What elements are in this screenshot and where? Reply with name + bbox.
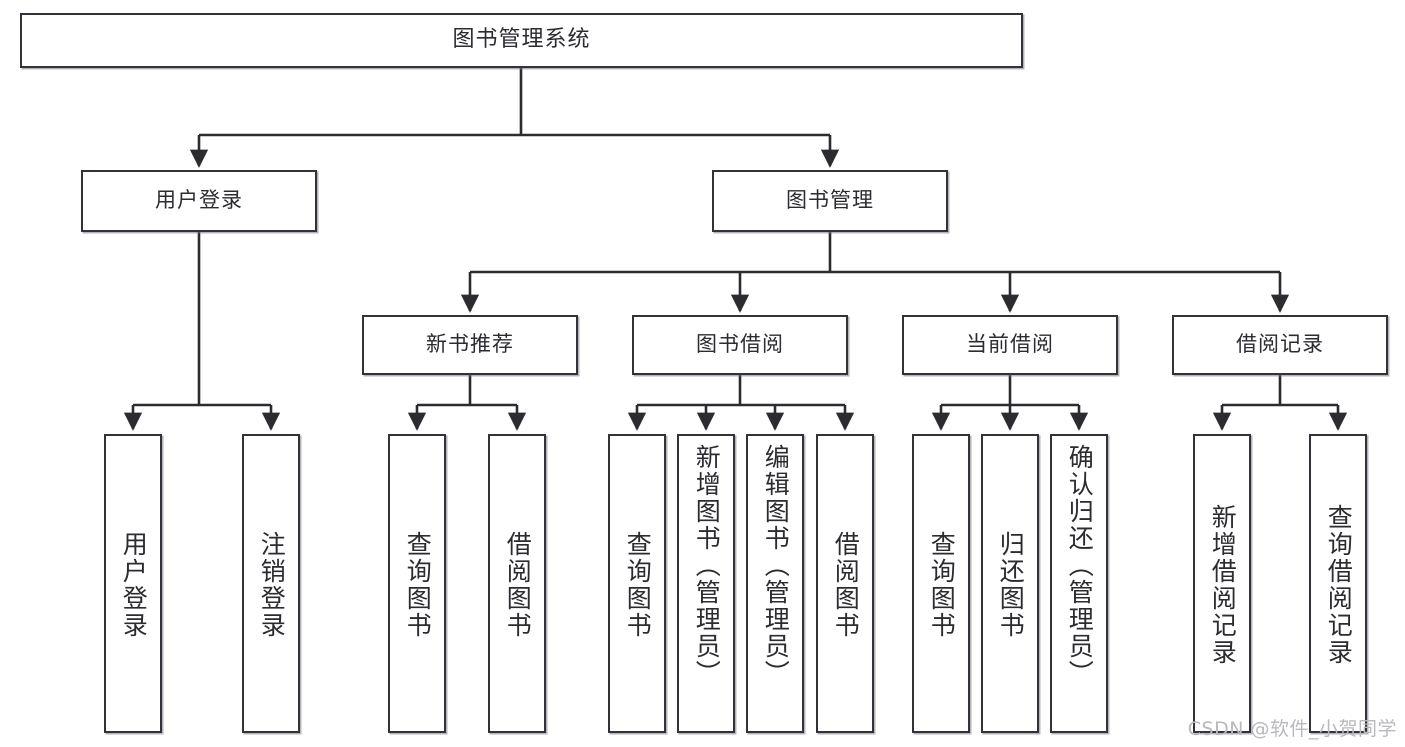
node-book-management[interactable]: 图书管理 [712,170,948,232]
node-label: 借阅图书 [503,530,533,639]
node-label: 借阅图书 [831,530,861,639]
node-label: 图书管理系统 [452,27,591,53]
node-label: 当前借阅 [966,332,1054,357]
leaf-current-borrow-0[interactable]: 查询图书 [912,434,970,733]
leaf-borrow-record-1[interactable]: 查询借阅记录 [1309,434,1367,733]
leaf-current-borrow-1[interactable]: 归还图书 [981,434,1039,733]
node-label: 查询图书 [403,530,433,639]
leaf-book-borrow-0[interactable]: 查询图书 [608,434,666,733]
node-label: 图书借阅 [696,332,784,357]
node-label: 图书管理 [786,188,874,213]
node-current-borrow[interactable]: 当前借阅 [902,315,1118,375]
node-book-borrow[interactable]: 图书借阅 [632,315,848,375]
node-label: 查询图书 [927,530,957,639]
node-label: 编辑图书（管理员） [761,444,791,687]
leaf-new-book-0[interactable]: 查询图书 [388,434,446,733]
node-label: 查询图书 [623,530,653,639]
csdn-watermark: CSDN @软件_小贺同学 [1187,718,1397,740]
leaf-book-borrow-2[interactable]: 编辑图书（管理员） [746,434,804,733]
node-label: 借阅记录 [1236,332,1324,357]
node-label: 新增图书（管理员） [692,444,722,687]
leaf-new-book-1[interactable]: 借阅图书 [488,434,546,733]
leaf-current-borrow-2[interactable]: 确认归还（管理员） [1050,434,1108,733]
leaf-book-borrow-3[interactable]: 借阅图书 [816,434,874,733]
leaf-book-borrow-1[interactable]: 新增图书（管理员） [677,434,735,733]
node-label: 确认归还（管理员） [1065,444,1095,687]
node-label: 用户登录 [155,188,243,213]
node-new-book-recommend[interactable]: 新书推荐 [362,315,578,375]
node-borrow-record[interactable]: 借阅记录 [1172,315,1388,375]
leaf-borrow-record-0[interactable]: 新增借阅记录 [1193,434,1251,733]
node-label: 注销登录 [257,530,287,639]
node-label: 归还图书 [996,530,1026,639]
node-label: 新增借阅记录 [1208,503,1238,666]
node-user-login[interactable]: 用户登录 [81,170,317,232]
node-label: 用户登录 [119,530,149,639]
node-root-book-management-system[interactable]: 图书管理系统 [20,13,1023,68]
leaf-user-login-1[interactable]: 注销登录 [242,434,300,733]
leaf-user-login-0[interactable]: 用户登录 [104,434,162,733]
node-label: 新书推荐 [426,332,514,357]
node-label: 查询借阅记录 [1324,503,1354,666]
